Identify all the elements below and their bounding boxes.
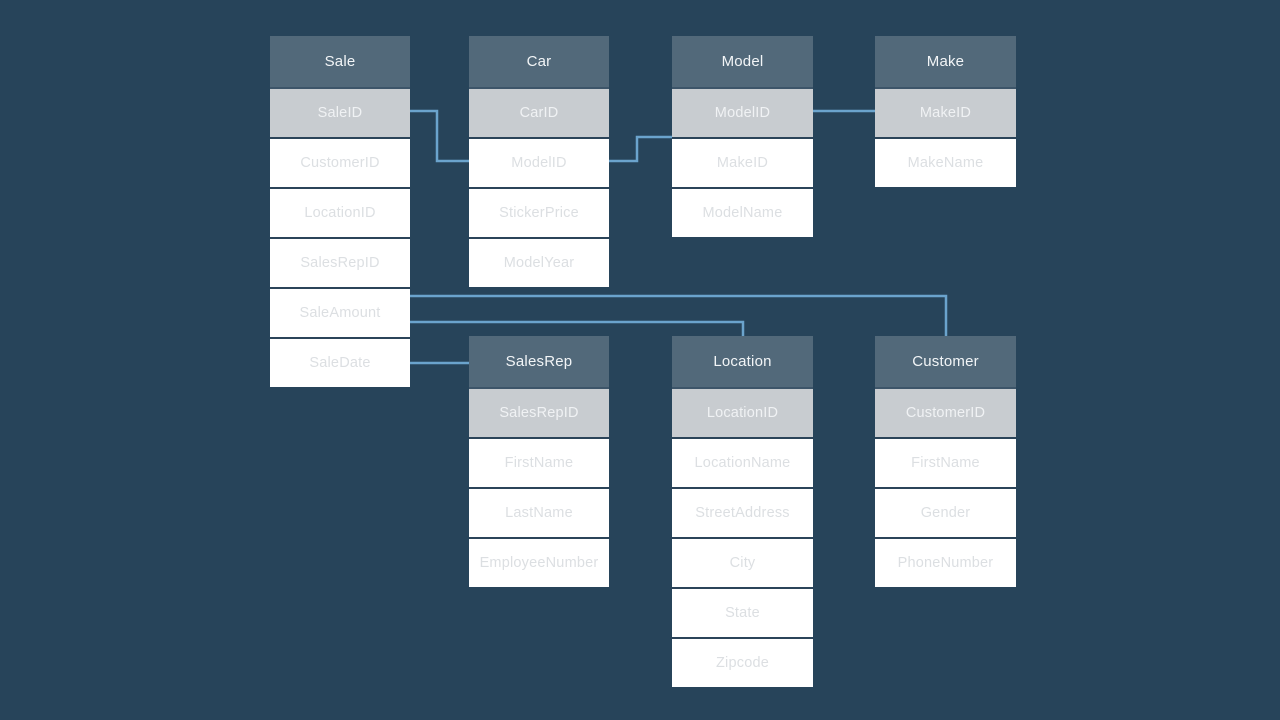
field-gender[interactable]: Gender — [875, 487, 1016, 537]
field-makeid[interactable]: MakeID — [672, 137, 813, 187]
connector-sale-saleamount-to-customer — [410, 294, 948, 336]
field-firstname[interactable]: FirstName — [875, 437, 1016, 487]
primary-key-field-salesrepid[interactable]: SalesRepID — [469, 387, 609, 437]
field-zipcode[interactable]: Zipcode — [672, 637, 813, 687]
primary-key-field-customerid[interactable]: CustomerID — [875, 387, 1016, 437]
primary-key-field-makeid[interactable]: MakeID — [875, 87, 1016, 137]
entity-title-salesrep: SalesRep — [469, 336, 609, 387]
field-stickerprice[interactable]: StickerPrice — [469, 187, 609, 237]
field-city[interactable]: City — [672, 537, 813, 587]
entity-title-location: Location — [672, 336, 813, 387]
field-modelid[interactable]: ModelID — [469, 137, 609, 187]
field-employeenumber[interactable]: EmployeeNumber — [469, 537, 609, 587]
entity-title-model: Model — [672, 36, 813, 87]
connector-car-modelid-to-model-makeid — [609, 135, 672, 163]
field-saleamount[interactable]: SaleAmount — [270, 287, 410, 337]
field-locationid[interactable]: LocationID — [270, 187, 410, 237]
field-state[interactable]: State — [672, 587, 813, 637]
primary-key-field-locationid[interactable]: LocationID — [672, 387, 813, 437]
field-phonenumber[interactable]: PhoneNumber — [875, 537, 1016, 587]
field-lastname[interactable]: LastName — [469, 487, 609, 537]
field-saledate[interactable]: SaleDate — [270, 337, 410, 387]
connector-sale-saleamount-to-location — [410, 320, 745, 336]
entity-title-sale: Sale — [270, 36, 410, 87]
entity-title-car: Car — [469, 36, 609, 87]
primary-key-field-saleid[interactable]: SaleID — [270, 87, 410, 137]
field-salesrepid[interactable]: SalesRepID — [270, 237, 410, 287]
field-modelname[interactable]: ModelName — [672, 187, 813, 237]
field-customerid[interactable]: CustomerID — [270, 137, 410, 187]
field-makename[interactable]: MakeName — [875, 137, 1016, 187]
connector-sale-saleid-to-car-modelid — [410, 109, 469, 163]
field-firstname[interactable]: FirstName — [469, 437, 609, 487]
primary-key-field-modelid[interactable]: ModelID — [672, 87, 813, 137]
entity-title-make: Make — [875, 36, 1016, 87]
entity-title-customer: Customer — [875, 336, 1016, 387]
primary-key-field-carid[interactable]: CarID — [469, 87, 609, 137]
field-locationname[interactable]: LocationName — [672, 437, 813, 487]
field-streetaddress[interactable]: StreetAddress — [672, 487, 813, 537]
field-modelyear[interactable]: ModelYear — [469, 237, 609, 287]
